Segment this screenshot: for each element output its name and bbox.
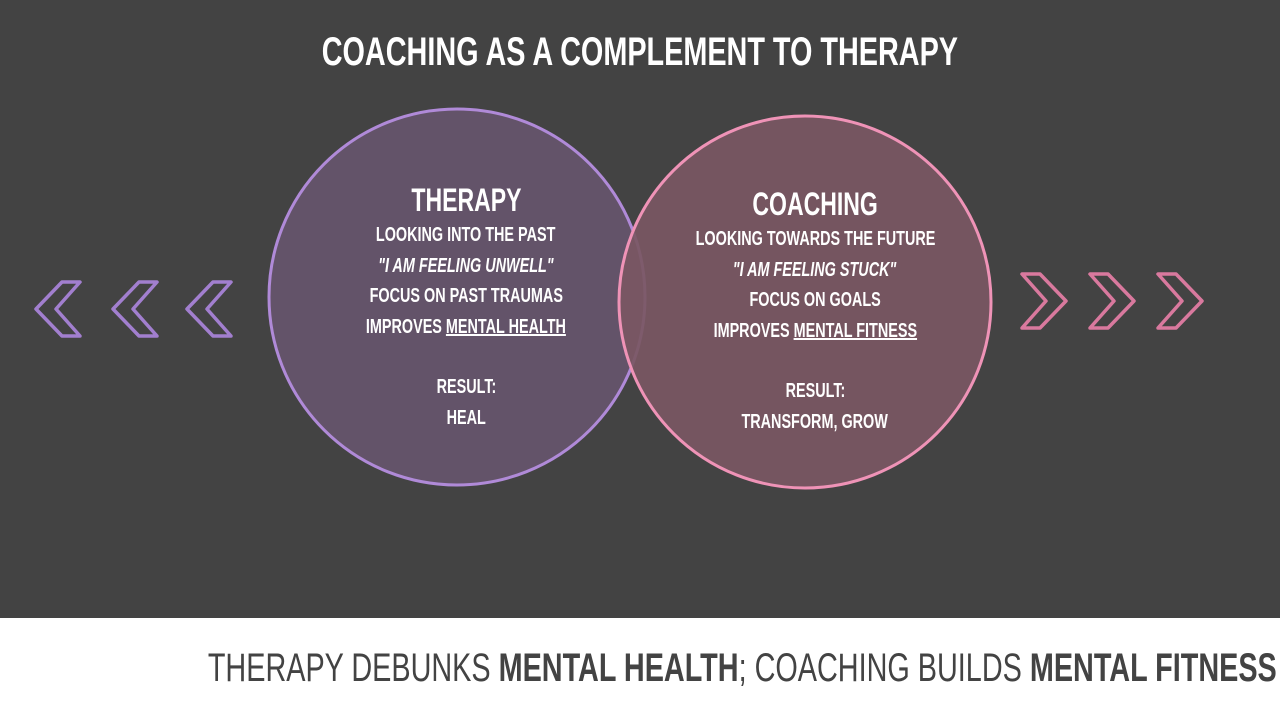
footer-part-coaching: ; COACHING BUILDS xyxy=(738,646,1030,690)
coaching-result-label: RESULT: xyxy=(785,380,845,402)
footer-mental-fitness: MENTAL FITNESS xyxy=(1029,646,1277,690)
therapy-result-label: RESULT: xyxy=(436,376,496,398)
chevron-right-icon xyxy=(1156,272,1204,330)
therapy-improves-prefix: IMPROVES xyxy=(365,315,447,338)
coaching-line-future: LOOKING TOWARDS THE FUTURE xyxy=(695,228,935,250)
coaching-content: COACHING LOOKING TOWARDS THE FUTURE "I A… xyxy=(635,184,995,437)
chevron-left-icon xyxy=(34,280,82,338)
coaching-improves: IMPROVES MENTAL FITNESS xyxy=(713,316,916,347)
footer-tagline-text: THERAPY DEBUNKS MENTAL HEALTH; COACHING … xyxy=(208,646,1277,691)
footer-tagline: THERAPY DEBUNKS MENTAL HEALTH; COACHING … xyxy=(0,646,1280,691)
therapy-improves-term: MENTAL HEALTH xyxy=(446,315,566,338)
right-chevrons xyxy=(1020,272,1204,330)
footer-mental-health: MENTAL HEALTH xyxy=(498,646,739,690)
coaching-focus: FOCUS ON GOALS xyxy=(749,289,881,311)
therapy-improves: IMPROVES MENTAL HEALTH xyxy=(366,312,566,343)
chevron-right-icon xyxy=(1020,272,1068,330)
therapy-line-past: LOOKING INTO THE PAST xyxy=(376,224,556,246)
coaching-improves-term: MENTAL FITNESS xyxy=(793,319,917,342)
therapy-result-value: HEAL xyxy=(446,406,486,429)
chevron-left-icon xyxy=(185,280,233,338)
left-chevrons xyxy=(34,280,233,338)
coaching-result-value: TRANSFORM, GROW xyxy=(741,410,889,433)
coaching-heading: COACHING xyxy=(752,186,878,222)
therapy-quote: "I AM FEELING UNWELL" xyxy=(378,254,554,277)
venn-diagram xyxy=(34,107,1204,490)
therapy-content: THERAPY LOOKING INTO THE PAST "I AM FEEL… xyxy=(286,180,646,433)
therapy-focus: FOCUS ON PAST TRAUMAS xyxy=(369,285,563,307)
page-title: COACHING AS A COMPLEMENT TO THERAPY xyxy=(0,30,1280,75)
footer-part-therapy: THERAPY DEBUNKS xyxy=(207,646,499,690)
chevron-left-icon xyxy=(111,280,159,338)
coaching-circle xyxy=(617,114,993,490)
coaching-quote: "I AM FEELING STUCK" xyxy=(733,258,897,281)
footer-banner: THERAPY DEBUNKS MENTAL HEALTH; COACHING … xyxy=(0,618,1280,720)
therapy-heading: THERAPY xyxy=(410,182,522,218)
chevron-right-icon xyxy=(1088,272,1136,330)
coaching-improves-prefix: IMPROVES xyxy=(713,319,794,342)
page-title-text: COACHING AS A COMPLEMENT TO THERAPY xyxy=(321,30,959,74)
